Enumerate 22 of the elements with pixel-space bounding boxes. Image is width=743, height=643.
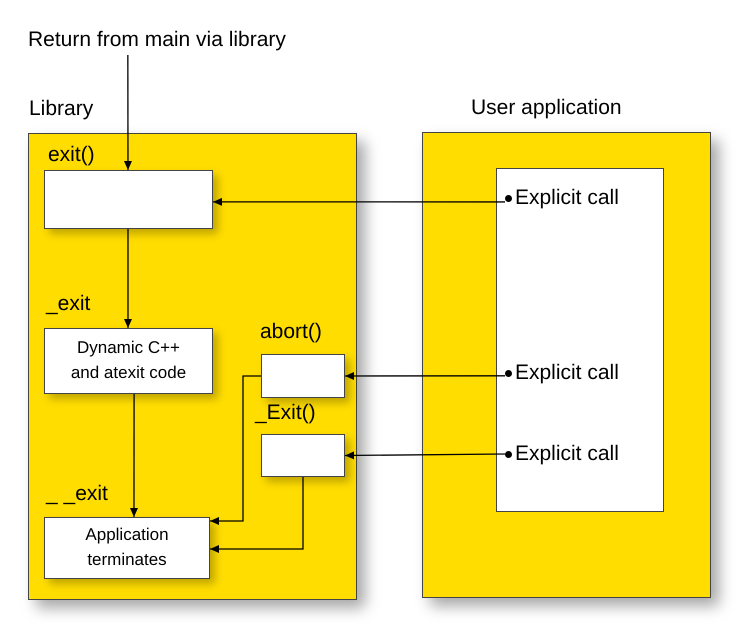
arrow [213, 198, 505, 206]
heading-label: _exit [46, 293, 90, 314]
call-label: Explicit call [515, 442, 619, 466]
heading-label: abort() [260, 321, 322, 342]
arrow [345, 451, 505, 460]
heading-label: exit() [48, 144, 95, 165]
code-box [496, 168, 664, 512]
arrow [124, 229, 132, 328]
heading-label: User application [471, 97, 622, 118]
box-text: Application terminates [84, 524, 170, 571]
call-label: Explicit call [515, 186, 619, 210]
heading-label: Library [29, 98, 94, 119]
call-label: Explicit call [515, 361, 619, 385]
arrow [210, 477, 304, 553]
arrow [130, 394, 138, 517]
arrow [124, 55, 132, 170]
caption-text: Return from main via library [28, 28, 286, 52]
arrow [210, 375, 261, 526]
box-text: Dynamic C++ and atexit code [70, 337, 188, 384]
heading-label: _Exit() [255, 402, 316, 423]
arrow [345, 372, 505, 380]
heading-label: _ _exit [46, 483, 108, 504]
